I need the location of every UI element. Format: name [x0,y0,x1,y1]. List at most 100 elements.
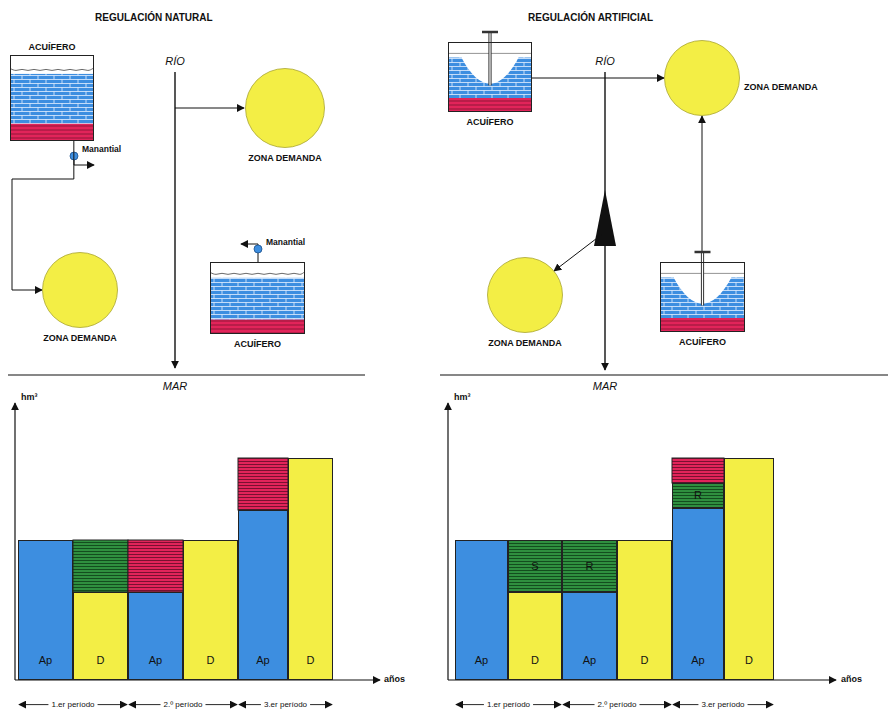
chart-axis [15,403,836,680]
bar-letter: Ap [39,654,52,667]
chart-axis [447,403,448,680]
axis-label: hm³ [21,392,38,402]
aquifer-box: ACUÍFERO [448,42,532,112]
spring-label: Manantial [82,145,121,155]
bar-letter: D [307,654,315,667]
sea-line [8,374,365,375]
river-line [174,72,175,368]
bar-letter: Ap [583,654,596,667]
zone-circle [43,253,118,328]
demand-bar: D [724,458,774,680]
shape-label: ACUÍFERO [29,42,76,52]
sea-line [440,374,888,375]
shape-label: ZONA DEMANDA [744,82,818,92]
aquifer-drawing [661,318,745,332]
aquifer-box: ACUÍFERO [10,55,94,141]
period-arrow [563,704,595,705]
shape-label: ZONA DEMANDA [488,338,562,348]
chart-axis [14,403,15,680]
aquifer-drawing [211,278,305,320]
demand-zone: ZONA DEMANDA [487,257,563,333]
supply-bar: Ap [238,510,288,680]
bar-letter: S [531,560,538,573]
period-label: 3.er período [701,700,744,709]
aquifer-drawing [449,98,532,112]
zone-circle [245,68,325,148]
bar-letter: Ap [149,654,162,667]
zone-circle [487,257,563,333]
supply-arrow [74,160,94,165]
period-arrow [205,704,237,705]
bar-letter: Ap [475,654,488,667]
zone-circle [42,252,118,328]
river-line [175,72,605,370]
aquifer-drawing [702,252,703,305]
supply-arrow [74,108,605,271]
aquifer-drawing [449,43,532,112]
aquifer-drawing [488,32,491,85]
recharge-segment: R [672,483,724,508]
sea-line [8,374,888,375]
bar-letter: D [641,654,649,667]
axis-label: años [841,674,862,684]
chart-segment [238,458,288,510]
chart-segment [128,540,183,592]
aquifer-drawing [11,74,94,124]
shape-label: ACUÍFERO [679,337,726,347]
bar-letter: D [97,654,105,667]
aquifer-drawing [660,262,745,332]
aquifer-drawing [10,55,94,141]
period-arrow [98,704,127,705]
aquifer-drawing [10,55,94,141]
sea-label: MAR [593,380,617,393]
bar-letter: Ap [256,654,269,667]
demand-bar: D [288,458,333,680]
shape-label: ACUÍFERO [467,117,514,127]
panel-title: REGULACIÓN ARTIFICIAL [528,12,653,24]
bar-letter: R [694,489,702,502]
panel-title: REGULACIÓN NATURAL [95,12,213,24]
aquifer-box: ACUÍFERO [660,262,745,332]
period-arrow [19,704,48,705]
period-arrow [533,704,561,705]
sea-label: MAR [163,380,187,393]
period-arrow [673,704,698,705]
spring-dot [70,152,262,253]
supply-bar: Ap [672,508,724,680]
chart-segment [73,540,128,592]
supply-bar: Ap [562,592,617,680]
supply-arrow [175,108,244,109]
axis-label: hm³ [454,392,471,402]
bar-letter: D [745,654,753,667]
aquifer-drawing [482,31,498,34]
aquifer-drawing [701,252,704,305]
period-arrow [748,704,773,705]
aquifer-drawing [11,124,94,141]
period-arrow [129,704,161,705]
chart-segment [672,458,724,483]
river-label: RÍO [165,55,185,68]
zone-circle [488,258,563,333]
demand-bar: D [508,592,562,680]
shape-label: ZONA DEMANDA [43,333,117,343]
aquifer-drawing [661,263,745,332]
aquifer-drawing [695,251,711,254]
aquifer-drawing [210,262,305,334]
demand-zone: ZONA DEMANDA [664,40,740,116]
zone-circle [246,69,325,148]
demand-bar: D [617,540,672,680]
bar-letter: D [207,654,215,667]
shape-label: ZONA DEMANDA [248,153,322,163]
aquifer-drawing [11,56,94,141]
spring-dot [254,245,262,253]
period-arrow [19,704,773,705]
aquifer-drawing [211,263,305,334]
bar-letter: D [531,654,539,667]
bar-letter: R [586,560,594,573]
period-label: 2.º período [164,700,203,709]
aquifer-box: ACUÍFERO [210,262,305,334]
recharge-segment: R [562,540,617,592]
demand-bar: D [183,540,238,680]
spring-label: Manantial [266,238,305,248]
